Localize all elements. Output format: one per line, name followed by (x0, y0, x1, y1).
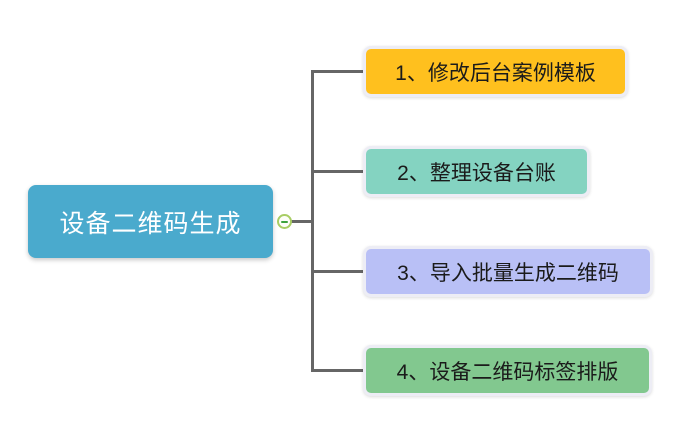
subtopic-node-4[interactable]: 4、设备二维码标签排版 (363, 345, 652, 396)
collapse-toggle-button[interactable] (277, 214, 292, 229)
subtopic-node-2[interactable]: 2、整理设备台账 (363, 146, 590, 197)
subtopic-label: 1、修改后台案例模板 (395, 61, 596, 85)
subtopic-node-1[interactable]: 1、修改后台案例模板 (363, 46, 628, 97)
subtopic-node-3[interactable]: 3、导入批量生成二维码 (363, 246, 653, 297)
subtopic-label: 4、设备二维码标签排版 (396, 360, 619, 384)
connector-branch-1 (311, 70, 363, 73)
connector-branch-4 (311, 369, 363, 372)
connector-branch-2 (311, 170, 363, 173)
minus-icon (281, 220, 288, 223)
root-topic-label: 设备二维码生成 (59, 209, 242, 238)
connector-vertical-rail (311, 70, 314, 372)
root-topic-node[interactable]: 设备二维码生成 (28, 185, 273, 258)
connector-branch-3 (311, 270, 363, 273)
subtopic-label: 3、导入批量生成二维码 (397, 261, 619, 285)
connector-root-stem (291, 220, 312, 223)
subtopic-label: 2、整理设备台账 (397, 161, 556, 185)
